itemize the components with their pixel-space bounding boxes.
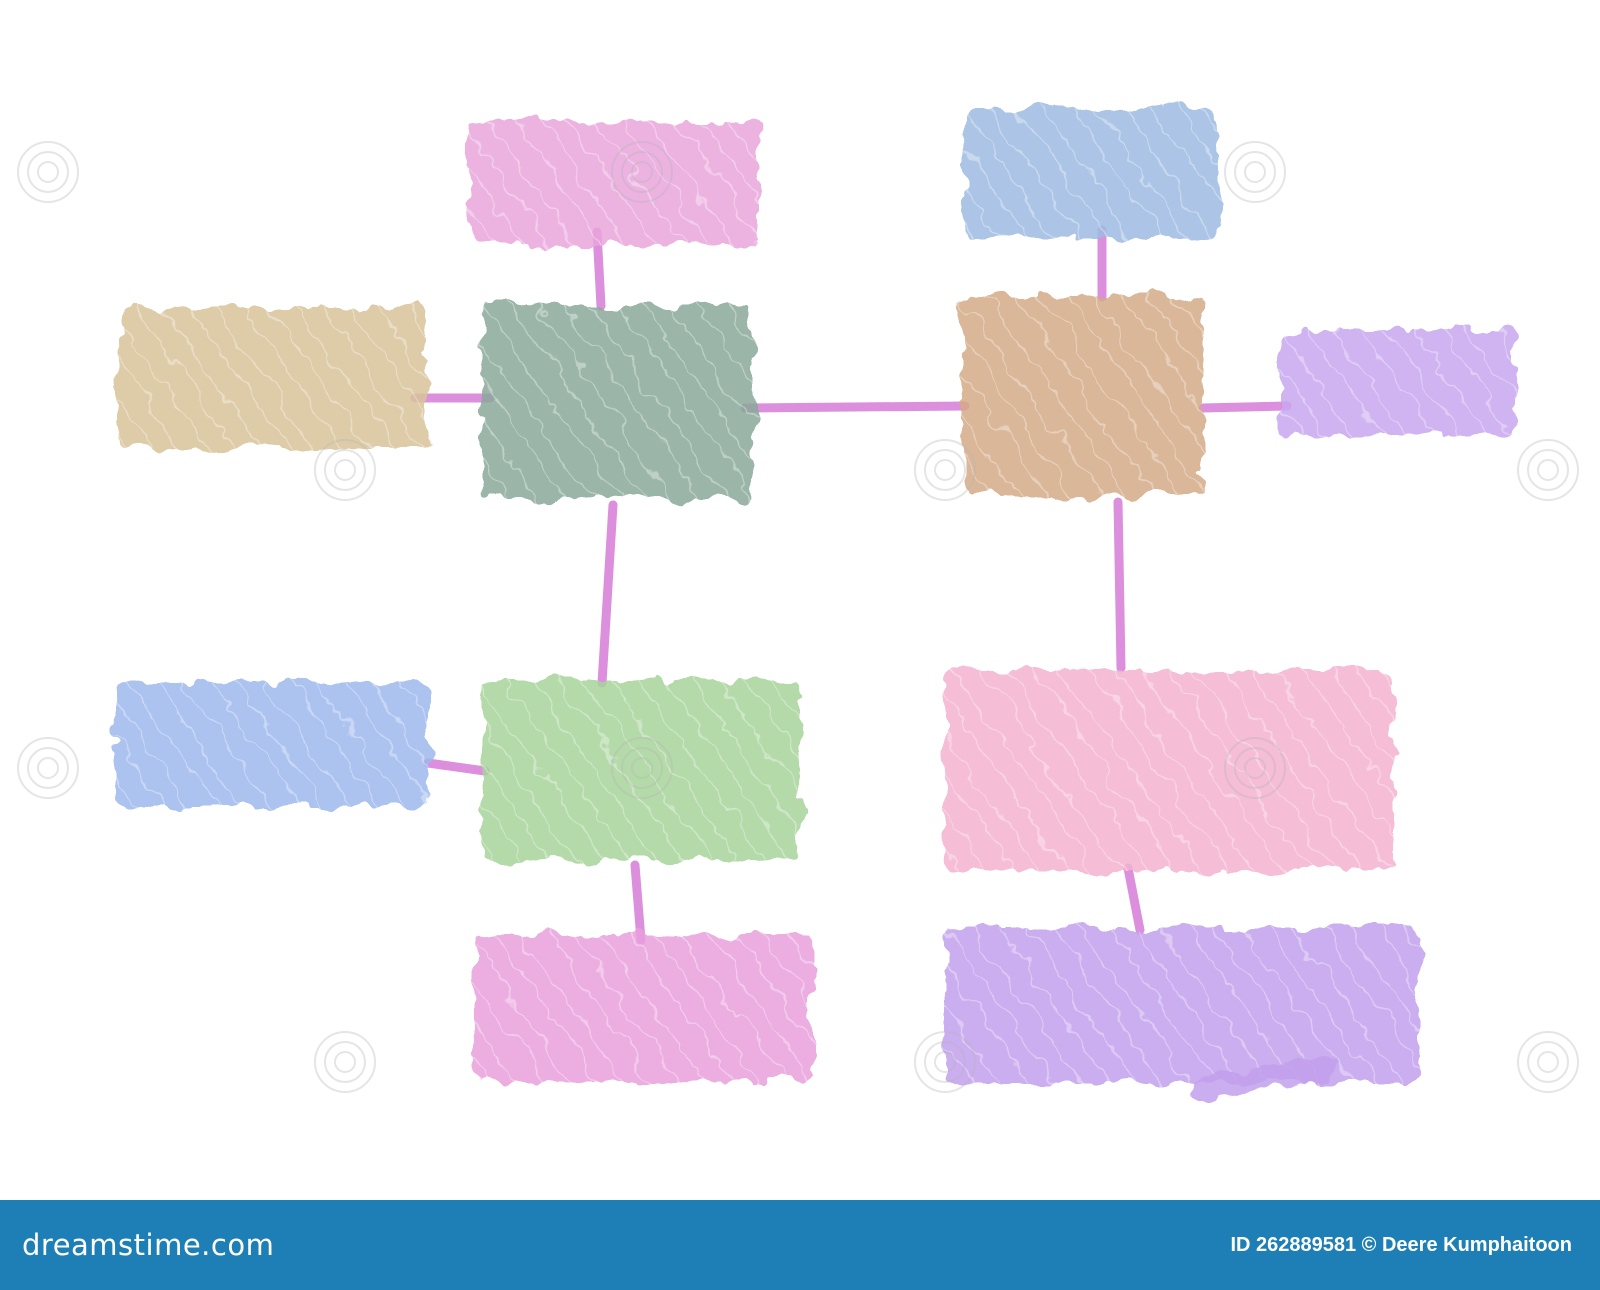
spiral-icon: [1517, 1031, 1579, 1093]
spiral-icon: [17, 737, 79, 799]
box-right-pink: [945, 670, 1393, 870]
connector-left-blue-to-lower-green: [423, 758, 490, 776]
spiral-icon: [611, 737, 673, 799]
spiral-icon: [914, 439, 976, 501]
spiral-icon: [314, 439, 376, 501]
spiral-icon: [314, 1031, 376, 1093]
box-right-lavender: [1280, 330, 1515, 435]
box-bottom-pink: [472, 935, 812, 1082]
box-center-brown: [963, 295, 1203, 495]
spiral-icon: [611, 141, 673, 203]
connector-right-pink-to-bottom-purple: [1123, 863, 1145, 935]
box-bottom-purple: [945, 928, 1420, 1098]
spiral-icon: [914, 1031, 976, 1093]
box-lower-green: [482, 680, 800, 860]
spiral-icon: [17, 141, 79, 203]
org-chart-diagram: [17, 108, 1579, 1098]
box-center-green: [482, 305, 752, 500]
box-left-blue: [115, 682, 428, 807]
connector-green-to-lower-green: [597, 500, 618, 688]
box-top-blue: [965, 108, 1218, 238]
connector-lines: [410, 225, 1292, 945]
image-credit: ID 262889581 © Deere Kumphaitoon: [1230, 1233, 1572, 1256]
connector-brown-to-right-pink: [1113, 497, 1126, 673]
connector-brown-to-lavender: [1198, 401, 1292, 413]
watermark-layer: [17, 141, 1579, 1093]
spiral-icon: [1517, 439, 1579, 501]
box-top-pink: [468, 120, 758, 245]
connector-green-to-brown: [740, 401, 970, 413]
spiral-icon: [1224, 141, 1286, 203]
spiral-icon: [1224, 737, 1286, 799]
connector-lower-green-to-bottom-pink: [630, 860, 646, 945]
diagram-boxes: [115, 108, 1515, 1098]
brand-logo-text[interactable]: dreamstime.com: [22, 1228, 275, 1262]
box-left-tan: [118, 308, 426, 448]
footer-bar: dreamstime.com ID 262889581 © Deere Kump…: [0, 1200, 1600, 1290]
